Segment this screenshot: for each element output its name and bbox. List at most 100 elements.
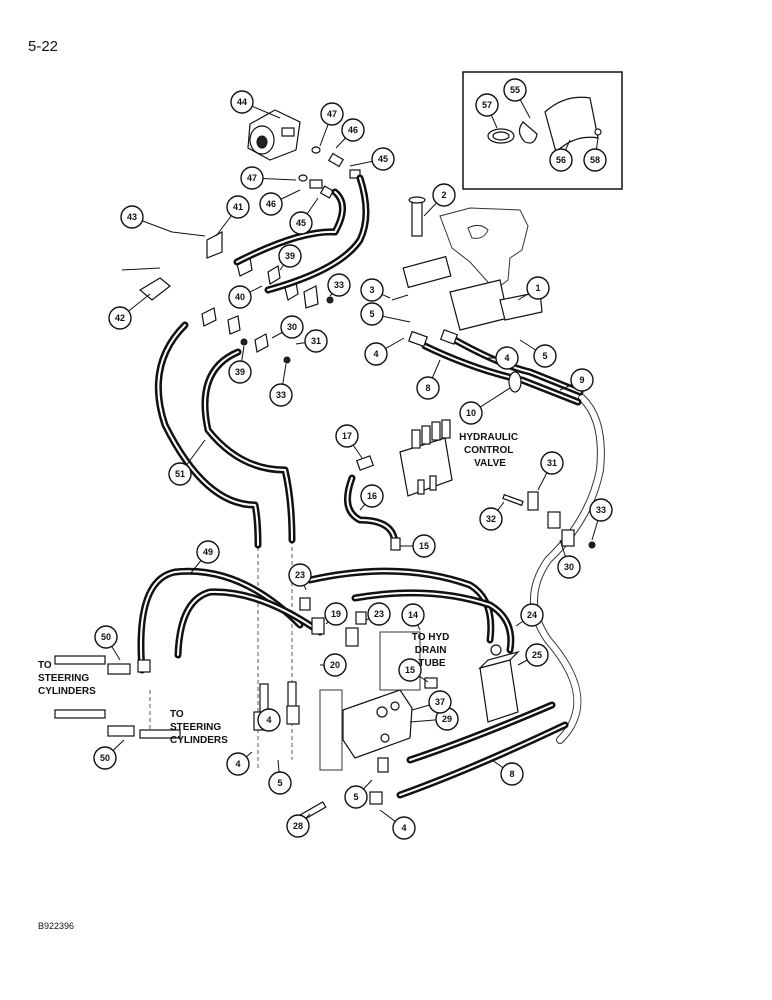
callout-number: 4 xyxy=(373,349,378,359)
callout-5: 5 xyxy=(360,302,411,326)
callout-31: 31 xyxy=(537,451,564,491)
callout-33: 33 xyxy=(327,273,351,297)
callout-bubble xyxy=(503,78,527,102)
callout-bubble xyxy=(320,102,344,126)
callout-bubble xyxy=(360,484,384,508)
callout-39: 39 xyxy=(228,345,252,384)
callout-number: 31 xyxy=(547,458,557,468)
callout-bubble xyxy=(324,602,348,626)
callout-number: 43 xyxy=(127,212,137,222)
callout-bubble xyxy=(360,302,384,326)
callout-42: 42 xyxy=(108,293,151,330)
callout-45: 45 xyxy=(349,147,395,171)
callout-bubble xyxy=(412,534,436,558)
label-hydraulic-control-valve: HYDRAULIC CONTROL VALVE xyxy=(459,432,521,469)
callout-number: 8 xyxy=(425,383,430,393)
callout-bubble xyxy=(416,376,440,400)
callout-bubble xyxy=(360,278,384,302)
callout-bubble xyxy=(475,93,499,117)
label-to-steering-cylinders-left: TO STEERING CYLINDERS xyxy=(38,660,96,697)
callout-number: 49 xyxy=(203,547,213,557)
inset-parts xyxy=(487,96,602,154)
callout-bubble xyxy=(230,90,254,114)
callout-5: 5 xyxy=(519,339,557,368)
label-to-hyd-drain-tube: TO HYD DRAIN TUBE xyxy=(412,632,452,669)
callout-number: 32 xyxy=(486,514,496,524)
callout-47: 47 xyxy=(240,166,297,190)
callout-23: 23 xyxy=(365,602,391,626)
callout-bubble xyxy=(583,148,607,172)
callout-16: 16 xyxy=(359,484,384,511)
callout-number: 42 xyxy=(115,313,125,323)
callout-44: 44 xyxy=(230,90,281,119)
callout-10: 10 xyxy=(459,387,511,425)
callout-4: 4 xyxy=(364,337,405,366)
callout-bubble xyxy=(280,315,304,339)
callout-number: 17 xyxy=(342,431,352,441)
callout-14: 14 xyxy=(401,603,425,631)
callout-4: 4 xyxy=(226,751,253,776)
callout-number: 45 xyxy=(296,218,306,228)
callout-bubble xyxy=(533,344,557,368)
callout-20: 20 xyxy=(320,653,347,677)
callout-bubble xyxy=(259,192,283,216)
callout-39: 39 xyxy=(278,244,302,271)
callout-number: 5 xyxy=(277,778,282,788)
mounting-brackets xyxy=(121,231,334,364)
callout-30: 30 xyxy=(271,315,304,339)
callout-49: 49 xyxy=(189,540,220,575)
fittings-misc xyxy=(54,329,596,821)
text-labels: HYDRAULIC CONTROL VALVE TO HYD DRAIN TUB… xyxy=(38,432,521,746)
callout-bubble xyxy=(286,814,310,838)
callout-40: 40 xyxy=(228,285,263,309)
callout-47: 47 xyxy=(319,102,344,147)
callout-55: 55 xyxy=(503,78,531,119)
callout-bubble xyxy=(401,603,425,627)
callout-bubble xyxy=(288,563,312,587)
callout-32: 32 xyxy=(479,501,505,531)
callout-57: 57 xyxy=(475,93,499,129)
callout-number: 29 xyxy=(442,714,452,724)
callout-bubble xyxy=(479,507,503,531)
callout-number: 56 xyxy=(556,155,566,165)
document-code: B922396 xyxy=(38,921,75,931)
callout-15: 15 xyxy=(400,534,436,558)
callout-number: 9 xyxy=(579,375,584,385)
callout-number: 5 xyxy=(353,792,358,802)
callout-15: 15 xyxy=(398,658,429,683)
callout-number: 44 xyxy=(237,97,247,107)
callout-50: 50 xyxy=(93,739,125,770)
callout-number: 33 xyxy=(276,390,286,400)
callout-bubble xyxy=(570,368,594,392)
callout-number: 15 xyxy=(419,541,429,551)
callout-bubble xyxy=(526,276,550,300)
fittings-45-46-47 xyxy=(298,146,361,199)
callout-bubble xyxy=(392,816,416,840)
callout-number: 46 xyxy=(266,199,276,209)
callout-number: 4 xyxy=(235,759,240,769)
callout-number: 1 xyxy=(535,283,540,293)
callout-number: 58 xyxy=(590,155,600,165)
callout-number: 8 xyxy=(509,769,514,779)
priority-valve xyxy=(342,689,413,759)
callout-bubble xyxy=(341,118,365,142)
callout-4: 4 xyxy=(484,346,519,370)
callout-bubble xyxy=(228,360,252,384)
callout-50: 50 xyxy=(94,625,121,661)
callout-8: 8 xyxy=(416,359,441,400)
callout-bubble xyxy=(168,462,192,486)
callout-bubble xyxy=(520,603,544,627)
callout-33: 33 xyxy=(269,363,293,407)
callout-bubble xyxy=(327,273,351,297)
callout-number: 39 xyxy=(285,251,295,261)
callout-number: 37 xyxy=(435,697,445,707)
callout-number: 23 xyxy=(295,570,305,580)
callout-33: 33 xyxy=(589,498,613,541)
callout-45: 45 xyxy=(289,197,319,235)
callout-25: 25 xyxy=(517,643,549,667)
callout-bubble xyxy=(557,555,581,579)
callout-bubble xyxy=(344,785,368,809)
callout-1: 1 xyxy=(517,276,550,301)
